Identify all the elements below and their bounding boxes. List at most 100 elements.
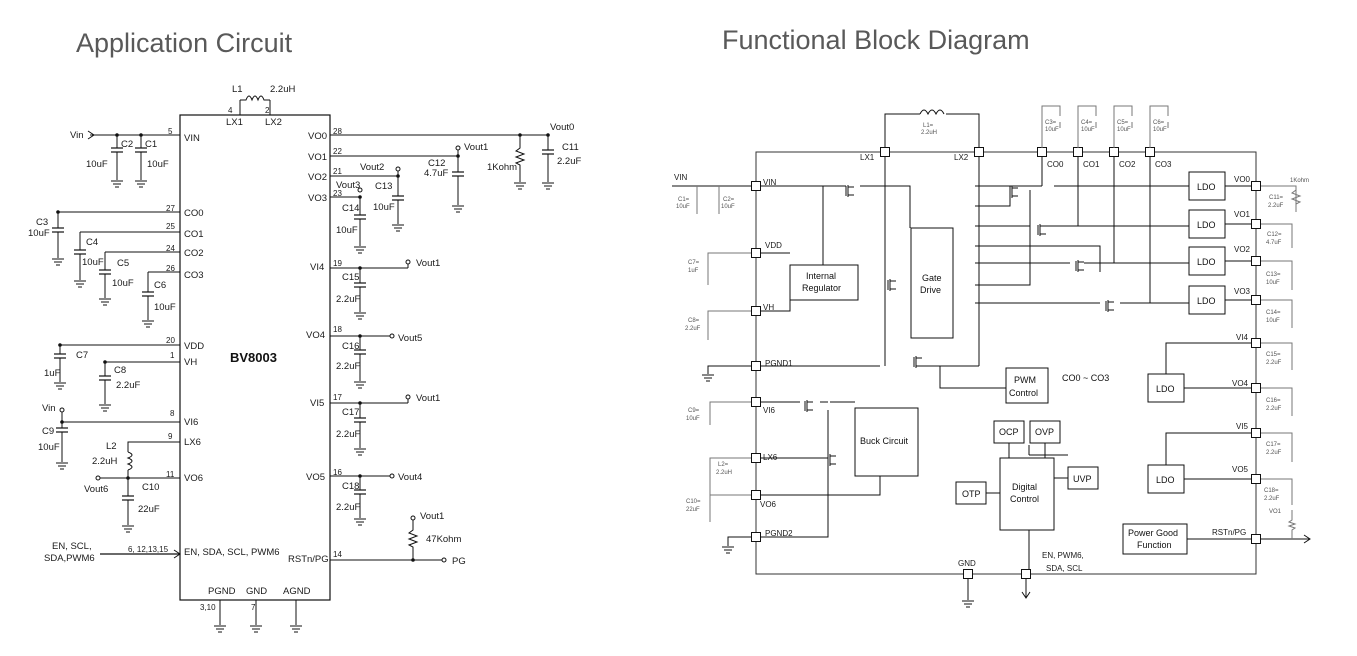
ldo-5-label: LDO bbox=[1156, 475, 1175, 485]
pin-vo5: VO5 bbox=[306, 472, 325, 483]
c7-label: C7 bbox=[76, 350, 88, 361]
fbd-pin-lx1: LX1 bbox=[860, 153, 875, 162]
fbd-pin-vh: VH bbox=[763, 303, 774, 312]
fbd-c1-label: C1= bbox=[678, 197, 690, 203]
vout1c-label: Vout1 bbox=[416, 393, 440, 404]
co-range-label: CO0 ~ CO3 bbox=[1062, 373, 1109, 383]
fbd-c14-label: C14= bbox=[1266, 310, 1281, 316]
pin-vdd: VDD bbox=[184, 341, 204, 352]
c10-value: 22uF bbox=[138, 504, 160, 515]
c3-value: 10uF bbox=[28, 228, 50, 239]
c3-label: C3 bbox=[36, 217, 48, 228]
pin-co3: CO3 bbox=[184, 270, 204, 281]
ldo-1-label: LDO bbox=[1197, 220, 1216, 230]
pin-vin: VIN bbox=[184, 133, 200, 144]
vout6-label: Vout6 bbox=[84, 484, 108, 495]
fbd-vo1-label: VO1 bbox=[1269, 509, 1282, 515]
application-circuit: BV8003 L1 2.2uH 4 2 LX1 LX2 VIN 5 CO0 27… bbox=[28, 84, 581, 633]
ocp-label: OCP bbox=[999, 427, 1019, 437]
fbd-c3-label: C3= bbox=[1045, 120, 1057, 126]
r47k-label: 47Kohm bbox=[426, 534, 461, 545]
fbd-c17-value: 2.2uF bbox=[1266, 450, 1282, 456]
fbd-pin-co2: CO2 bbox=[1119, 160, 1136, 169]
internal-regulator-line2: Regulator bbox=[802, 283, 841, 293]
fbd-en-pwm6-label: EN, PWM6, bbox=[1042, 551, 1084, 560]
fbd-pin-vo0: VO0 bbox=[1234, 175, 1251, 184]
fbd-sda-scl-label: SDA, SCL bbox=[1046, 564, 1083, 573]
c4-value: 10uF bbox=[82, 257, 104, 268]
pin-pgnd: PGND bbox=[208, 586, 236, 597]
uvp-label: UVP bbox=[1073, 474, 1092, 484]
fbd-l2-label: L2= bbox=[718, 462, 729, 468]
pin-vi5: VI5 bbox=[310, 398, 324, 409]
fbd-c9-label: C9= bbox=[688, 408, 700, 414]
pin-vo2: VO2 bbox=[308, 172, 327, 183]
pin-num-co0: 27 bbox=[166, 204, 175, 213]
pin-agnd: AGND bbox=[283, 586, 311, 597]
chip-name: BV8003 bbox=[230, 350, 277, 365]
c6-label: C6 bbox=[154, 280, 166, 291]
buck-circuit-label: Buck Circuit bbox=[860, 436, 909, 446]
pwm-control-line1: PWM bbox=[1014, 375, 1036, 385]
pin-num-vi5: 17 bbox=[333, 393, 342, 402]
pwm-control-line2: Control bbox=[1009, 388, 1038, 398]
vin2-label: Vin bbox=[42, 403, 56, 414]
pin-vo3: VO3 bbox=[308, 193, 327, 204]
c8-label: C8 bbox=[114, 365, 126, 376]
pin-gnd: GND bbox=[246, 586, 267, 597]
c11-value: 2.2uF bbox=[557, 156, 581, 167]
c18-value: 2.2uF bbox=[336, 502, 360, 513]
fbd-c3-value: 10uF bbox=[1045, 127, 1059, 133]
application-circuit-title: Application Circuit bbox=[76, 28, 293, 58]
pin-num-vo2: 21 bbox=[333, 167, 342, 176]
ldo-2-label: LDO bbox=[1197, 257, 1216, 267]
c11-label: C11 bbox=[562, 142, 579, 153]
c16-value: 2.2uF bbox=[336, 361, 360, 372]
pin-num-vo5: 16 bbox=[333, 468, 342, 477]
fbd-c1-value: 10uF bbox=[676, 204, 690, 210]
ldo-3-label: LDO bbox=[1197, 296, 1216, 306]
inductor-l1: L1 2.2uH 4 2 LX1 LX2 bbox=[226, 84, 295, 128]
c2-value: 10uF bbox=[86, 159, 108, 170]
c4-label: C4 bbox=[86, 237, 98, 248]
fbd-c9-value: 10uF bbox=[686, 416, 700, 422]
vout3-label: Vout3 bbox=[336, 180, 360, 191]
fbd-c8-label: C8= bbox=[688, 318, 700, 324]
c15-value: 2.2uF bbox=[336, 294, 360, 305]
sda-pwm6-label: SDA,PWM6 bbox=[44, 553, 95, 564]
pin-rstn-pg: RSTn/PG bbox=[288, 554, 329, 565]
fbd-c2-value: 10uF bbox=[721, 204, 735, 210]
fbd-c15-value: 2.2uF bbox=[1266, 360, 1282, 366]
fbd-pin-vin: VIN bbox=[763, 178, 777, 187]
fbd-c4-value: 10uF bbox=[1081, 127, 1095, 133]
fbd-c18-label: C18= bbox=[1264, 488, 1279, 494]
fbd-r1k-label: 1Kohm bbox=[1290, 178, 1309, 184]
pin-vo1: VO1 bbox=[308, 152, 327, 163]
fbd-c11-label: C11= bbox=[1269, 195, 1284, 201]
pin-num-vh: 1 bbox=[170, 351, 175, 360]
pin-num-co3: 26 bbox=[166, 264, 175, 273]
fbd-pin-vi4: VI4 bbox=[1236, 333, 1249, 342]
fbd-pin-gnd: GND bbox=[958, 559, 976, 568]
digital-control-block bbox=[999, 457, 1055, 531]
fbd-c14-value: 10uF bbox=[1266, 318, 1280, 324]
digital-control-line2: Control bbox=[1010, 494, 1039, 504]
fbd-pin-pgnd1: PGND1 bbox=[765, 359, 793, 368]
c7-value: 1uF bbox=[44, 368, 61, 379]
fbd-c6-label: C6= bbox=[1153, 120, 1165, 126]
c5-label: C5 bbox=[117, 258, 129, 269]
digital-control-line1: Digital bbox=[1012, 482, 1037, 492]
ovp-label: OVP bbox=[1035, 427, 1054, 437]
c10-label: C10 bbox=[142, 482, 159, 493]
pin-num-vin: 5 bbox=[168, 127, 173, 136]
fbd-c11-value: 2.2uF bbox=[1268, 203, 1284, 209]
fbd-c12-value: 4.7uF bbox=[1266, 240, 1282, 246]
c14-value: 10uF bbox=[336, 225, 358, 236]
gate-drive-block bbox=[910, 227, 954, 339]
r1k-label: 1Kohm bbox=[487, 162, 517, 173]
fbd-c16-value: 2.2uF bbox=[1266, 406, 1282, 412]
fbd-pin-vo2: VO2 bbox=[1234, 245, 1251, 254]
c1-label: C1 bbox=[145, 139, 157, 150]
pg-label: PG bbox=[452, 556, 466, 567]
fbd-c7-label: C7= bbox=[688, 260, 700, 266]
